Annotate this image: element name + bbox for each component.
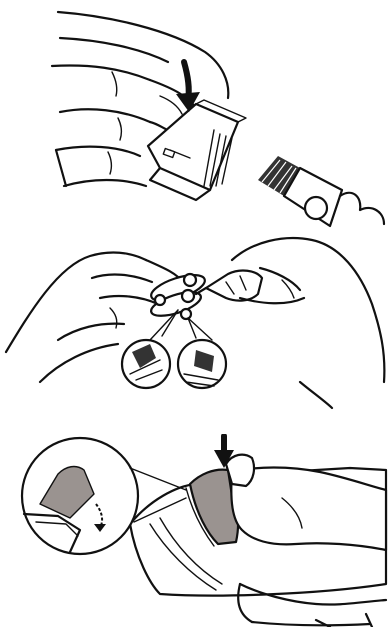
step-3-reattach-blade-panel <box>0 434 388 627</box>
step-1-remove-blade-panel <box>0 0 388 232</box>
blade-head-illustration <box>148 270 207 321</box>
right-hand-illustration <box>232 238 384 408</box>
step-2-oil-blade-panel <box>0 232 388 418</box>
oil-point-magnifier-right <box>178 318 226 388</box>
blade-head-illustration <box>148 100 246 200</box>
oil-point-magnifier-left <box>122 310 178 388</box>
step-3-illustration <box>0 434 388 627</box>
step-2-illustration <box>0 232 388 418</box>
step-1-illustration <box>0 0 388 232</box>
cleaning-brush-icon <box>258 156 384 226</box>
oil-bottle-icon <box>196 271 262 301</box>
